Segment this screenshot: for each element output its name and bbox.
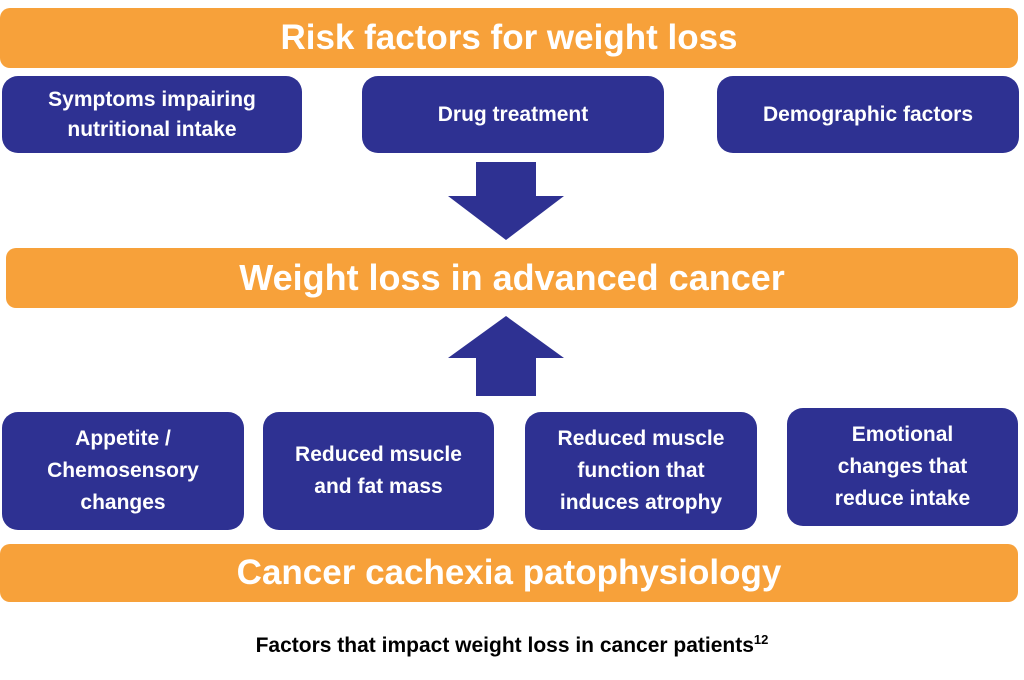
reduced-muscle-function-box: Reduced muscle function that induces atr… [525,412,757,530]
risk-factors-header: Risk factors for weight loss [0,8,1018,68]
reduced-muscle-fat-box: Reduced msucle and fat mass [263,412,494,530]
caption-text: Factors that impact weight loss in cance… [255,634,754,657]
risk-factor-demographic-box: Demographic factors [717,76,1019,153]
caption-reference: 12 [753,632,769,647]
figure-caption: Factors that impact weight loss in cance… [0,632,1024,658]
appetite-chemosensory-box: Appetite / Chemosensory changes [2,412,244,530]
arrow-down-icon [448,162,564,240]
risk-factor-drug-treatment-box: Drug treatment [362,76,664,153]
risk-factor-symptoms-box: Symptoms impairing nutritional intake [2,76,302,153]
arrow-up-icon [448,316,564,396]
weight-loss-band: Weight loss in advanced cancer [6,248,1018,308]
emotional-changes-box: Emotional changes that reduce intake [787,408,1018,526]
cachexia-pathophysiology-band: Cancer cachexia patophysiology [0,544,1018,602]
